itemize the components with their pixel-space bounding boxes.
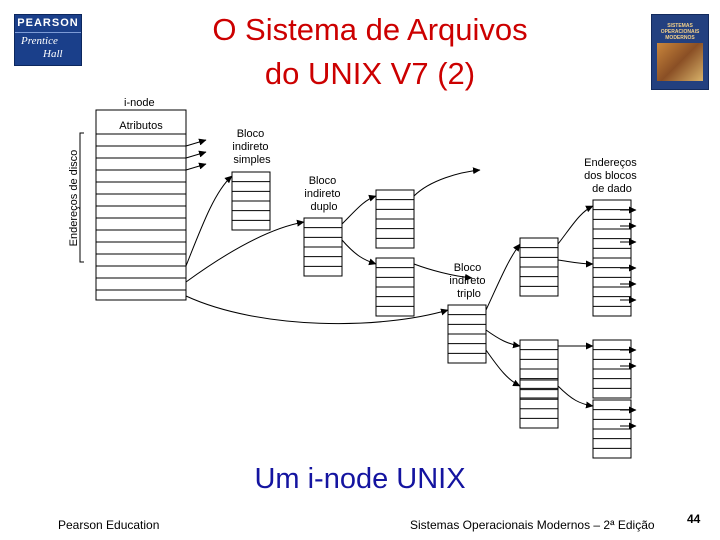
direct-pointer-1: [186, 140, 206, 146]
single-indirect-label: Bloco indireto simples: [232, 128, 271, 166]
inode-label: i-node: [124, 97, 155, 109]
direct-pointer-3: [186, 164, 206, 170]
data-block-3: [593, 340, 631, 398]
to-data-2: [558, 260, 593, 264]
triple-to-double-2: [486, 330, 520, 346]
footer-publisher: Pearson Education: [58, 518, 159, 532]
attributes-label: Atributos: [119, 120, 163, 132]
triple-to-double-block: [520, 238, 558, 296]
single-pointer: [186, 176, 232, 266]
disk-addresses-label: Endereços de disco: [68, 150, 80, 247]
double-to-2: [342, 240, 376, 264]
disk-addresses-bracket: [80, 133, 84, 262]
triple-to-double-3: [486, 350, 520, 386]
triple-pointer: [186, 296, 448, 324]
double-to-single-block-1: [376, 190, 414, 248]
double-indirect-block: [304, 218, 342, 276]
data-block-4: [593, 400, 631, 458]
triple-indirect-block: [448, 305, 486, 363]
direct-pointer-2: [186, 152, 206, 158]
triple-to-double-single-2: [520, 380, 558, 428]
inode-outline: [96, 110, 186, 300]
single-indirect-block: [232, 172, 270, 230]
diagram-caption: Um i-node UNIX: [150, 463, 570, 496]
data-block-addresses-label: Endereços dos blocos de dado: [584, 157, 640, 195]
data-block-2: [593, 258, 631, 316]
double-to-single-block-2: [376, 258, 414, 316]
double-indirect-label: Bloco indireto duplo: [304, 175, 343, 213]
to-data-1: [558, 206, 593, 244]
triple-indirect-label: Bloco indireto triplo: [449, 262, 488, 300]
data-pointer-1: [414, 170, 480, 196]
inode-block: [96, 110, 186, 300]
page-number: 44: [687, 512, 700, 526]
double-pointer: [186, 222, 304, 282]
to-data-4: [558, 386, 593, 406]
triple-to-double-1: [486, 244, 520, 310]
data-block-1: [593, 200, 631, 258]
double-to-1: [342, 196, 376, 224]
footer-book-title: Sistemas Operacionais Modernos – 2ª Ediç…: [410, 518, 655, 532]
